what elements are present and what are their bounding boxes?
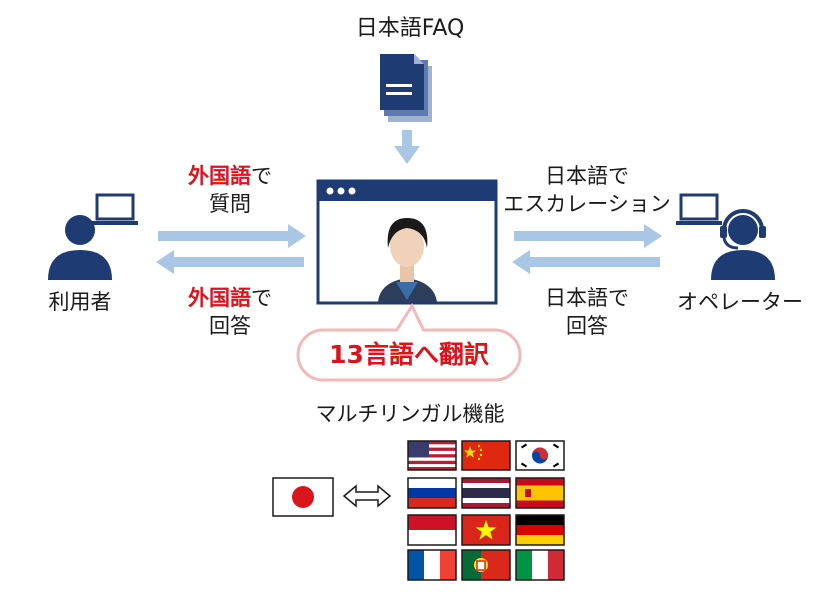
france-flag-icon [407,549,457,581]
window-dot-icon [326,187,334,195]
translation-bubble-text: 13言語へ翻訳 [329,340,489,369]
document-stack-icon [380,54,432,122]
indonesia-flag-icon [407,514,457,546]
right-top-label: 日本語で エスカレーション [502,162,672,218]
user-label: 利用者 [48,290,112,314]
user-laptop-icon [48,193,138,280]
window-dot-icon [348,187,356,195]
foreign-language-highlight: 外国語 [188,164,251,188]
right-bottom-line1: 日本語で [545,286,629,310]
arrow-left-right-bottom [512,250,660,274]
operator-label: オペレーター [677,290,803,314]
operator-headset-icon [676,193,775,280]
foreign-language-highlight: 外国語 [188,286,251,310]
usa-flag-icon [407,440,457,471]
translation-bubble [296,302,522,382]
left-top-label: 外国語で 質問 [160,162,300,218]
arrow-left-left-bottom [156,250,304,274]
italy-flag-icon [515,549,565,581]
germany-flag-icon [515,514,565,546]
right-top-line1: 日本語で [545,164,629,188]
multilingual-label: マルチリンガル機能 [315,402,505,426]
thailand-flag-icon [461,477,511,509]
arrow-right-left-top [158,224,306,248]
ai-avatar-icon [378,218,437,302]
left-bottom-label: 外国語で 回答 [160,284,300,340]
left-top-suffix: で [251,164,272,188]
portugal-flag-icon [461,549,511,581]
japan-flag-icon [272,477,334,517]
down-arrow-icon [394,130,420,164]
arrow-right-right-top [514,224,662,248]
russia-flag-icon [407,477,457,509]
right-top-line2: エスカレーション [503,192,671,216]
faq-title: 日本語FAQ [355,16,465,41]
right-bottom-line2: 回答 [566,314,608,338]
left-bottom-suffix: で [251,286,272,310]
vietnam-flag-icon [461,514,511,546]
left-bottom-line2: 回答 [209,314,251,338]
left-top-line2: 質問 [209,192,251,216]
spain-flag-icon [515,477,565,509]
double-arrow-icon [342,484,392,508]
window-dot-icon [337,187,345,195]
right-bottom-label: 日本語で 回答 [502,284,672,340]
korea-flag-icon [515,440,565,471]
china-flag-icon [461,440,511,471]
